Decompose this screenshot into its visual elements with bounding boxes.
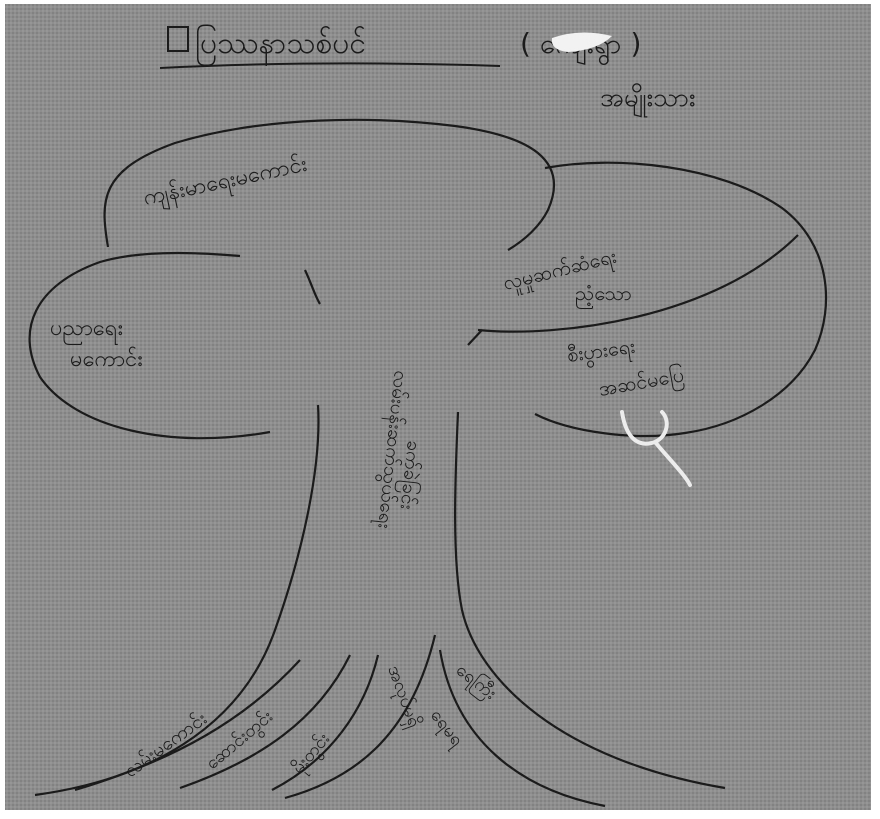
canopy [28, 118, 828, 440]
canopy-inner-curve [304, 269, 321, 305]
trunk-right-outline [454, 411, 726, 790]
canopy-top-outline [103, 118, 555, 251]
canopy-left-outline [28, 251, 271, 440]
diagram-title: ပြဿနာသစ်ပင် [195, 24, 366, 67]
chalk-mark [620, 410, 692, 487]
root-divider-4 [284, 634, 437, 800]
paper-sheet [5, 4, 871, 810]
label-education-line1: ပညာရေး [50, 316, 123, 345]
title-box [167, 26, 189, 52]
root-divider-5 [438, 649, 606, 808]
title-underline [159, 62, 501, 69]
canopy-inner-divider [477, 234, 799, 333]
trunk [34, 404, 726, 808]
label-social-line2: ညံ့သော [575, 281, 632, 309]
root-divider-3 [271, 654, 380, 791]
diagram-subtitle: အမျိုးသား [600, 82, 696, 118]
root-divider-1 [74, 659, 301, 792]
root-divider-2 [179, 654, 351, 790]
canopy-right-outline [534, 161, 828, 438]
canopy-inner-tick [467, 329, 483, 346]
title-blot [551, 32, 612, 52]
label-education-line2: မကောင်း [70, 346, 143, 372]
